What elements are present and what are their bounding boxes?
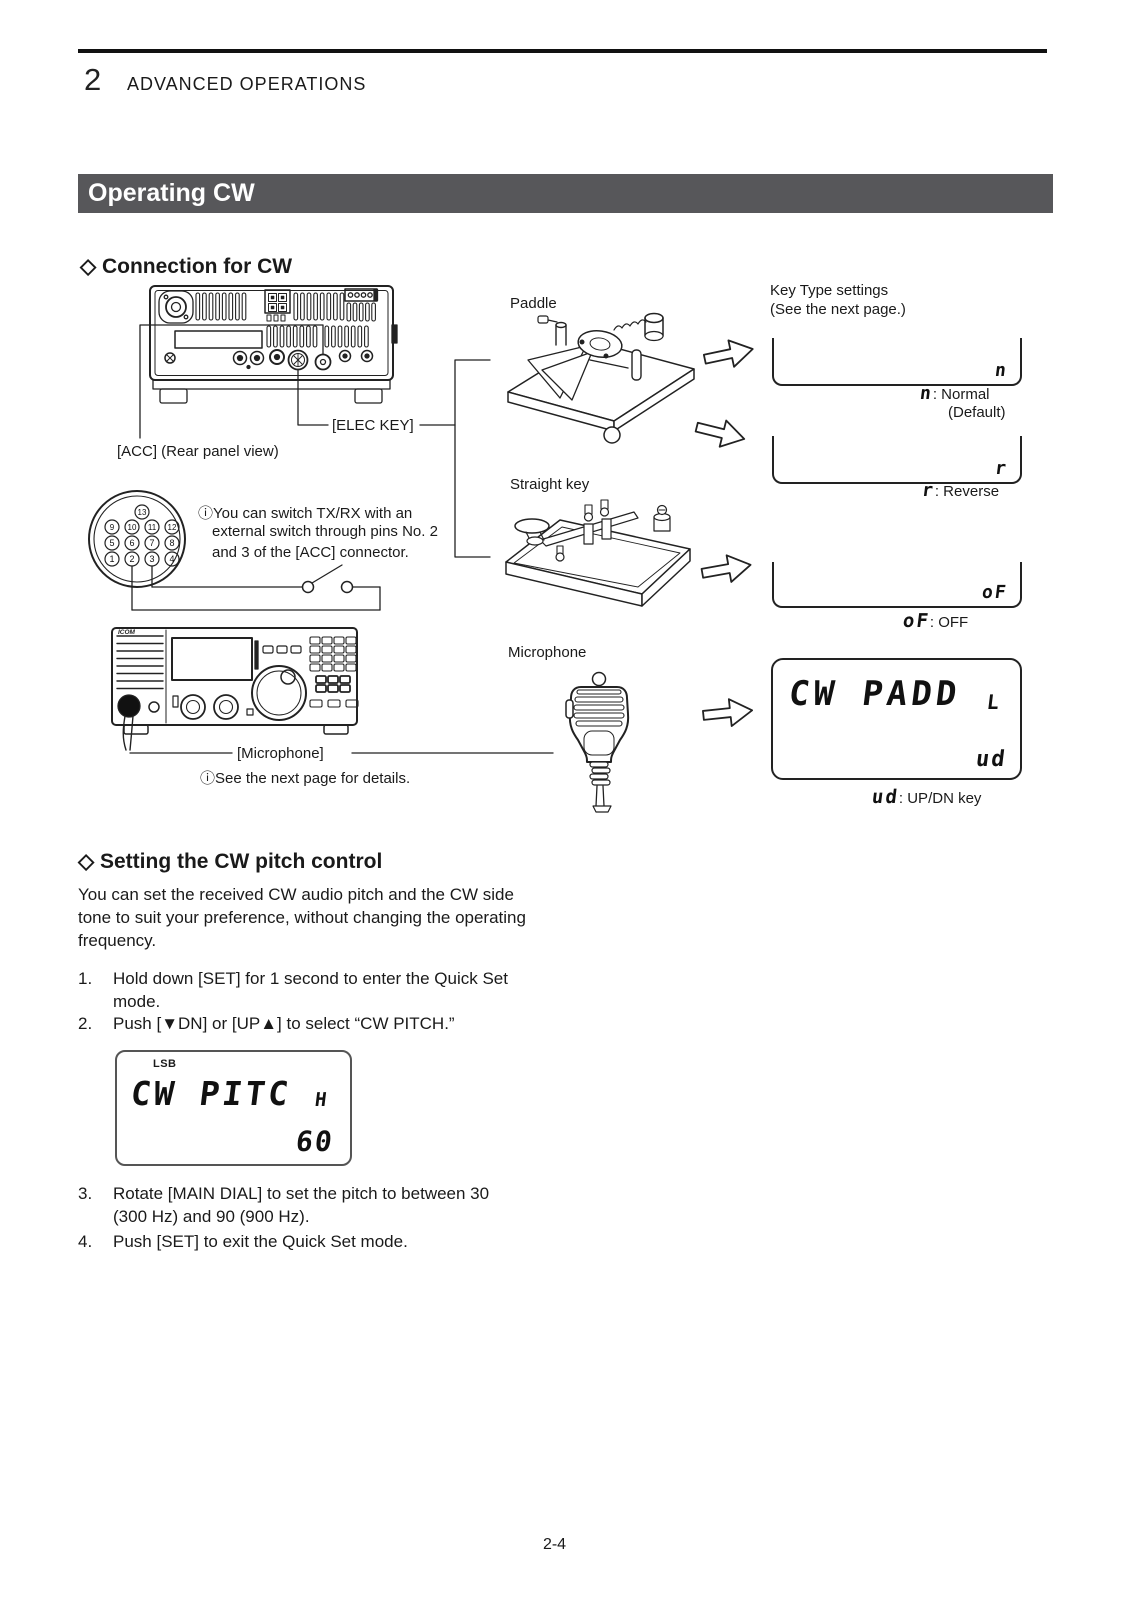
key-type-title-line1: Key Type settings: [770, 282, 889, 299]
acc-connector-drawing: 13 9 10 11 12 5 6 7 8 1 2 3 4: [88, 490, 186, 588]
microphone-note: ⓘSee the next page for details.: [200, 770, 411, 787]
section-banner-title: Operating CW: [88, 179, 255, 207]
display-main-text: CW PADD: [786, 674, 963, 714]
acc-pin-7: 7: [149, 538, 154, 548]
rear-panel-drawing: [149, 285, 398, 404]
pitch-heading: ◇ Setting the CW pitch control: [78, 850, 383, 873]
key-type-normal-caption2: (Default): [948, 404, 1006, 421]
paddle-drawing: [507, 312, 695, 444]
pitch-step-2: 2. Push [▼DN] or [UP▲] to select “CW PIT…: [78, 1013, 515, 1036]
leader-lines: [129, 324, 554, 754]
acc-pin-8: 8: [169, 538, 174, 548]
connection-heading: ◇ Connection for CW: [80, 255, 293, 278]
key-type-display-off: oF: [772, 562, 1022, 608]
seg-ud-symbol: ud: [870, 786, 901, 808]
chapter-number: 2: [84, 62, 102, 97]
seg-ud-symbol: ud: [973, 747, 1008, 772]
step-text: Push [▼DN] or [UP▲] to select “CW PITCH.…: [113, 1014, 455, 1033]
key-type-off-caption: oF: OFF: [901, 610, 969, 632]
seg-normal-symbol: n: [993, 360, 1010, 381]
display-small-text: L: [985, 690, 1003, 714]
pitch-step-1: 1. Hold down [SET] for 1 second to enter…: [78, 968, 515, 1013]
reverse-caption-text: : Reverse: [934, 483, 1000, 500]
switch-circuit: [131, 564, 381, 611]
lcd-value: 60: [294, 1125, 337, 1158]
key-type-display-normal: n: [772, 338, 1022, 386]
step-text: Push [SET] to exit the Quick Set mode.: [113, 1232, 408, 1251]
acc-note-line1: ⓘYou can switch TX/RX with an: [198, 505, 413, 522]
mic-connector: [117, 694, 141, 718]
cw-paddle-display: CW PADD L ud: [771, 658, 1022, 780]
seg-reverse-symbol: r: [920, 480, 937, 501]
speaker-grille: [116, 635, 164, 690]
acc-pin-11: 11: [148, 523, 157, 532]
section-banner: Operating CW: [78, 174, 1053, 213]
step-number: 4.: [78, 1232, 93, 1251]
seg-off-symbol: oF: [901, 610, 932, 632]
acc-pin-13: 13: [138, 508, 147, 517]
microphone-drawing: [565, 671, 630, 813]
key-type-title-line2: (See the next page.): [770, 301, 906, 318]
keypad: [309, 636, 357, 672]
lcd-main-text: CW PITC: [128, 1074, 294, 1113]
acc-pin-5: 5: [109, 538, 114, 548]
step-number: 3.: [78, 1184, 93, 1203]
acc-pin-6: 6: [129, 538, 134, 548]
acc-pin-3: 3: [149, 554, 154, 564]
microphone-jack-label: [Microphone]: [237, 745, 324, 762]
pitch-step-4: 4. Push [SET] to exit the Quick Set mode…: [78, 1231, 515, 1254]
page-number: 2-4: [542, 1536, 567, 1553]
straight-key-drawing: [505, 499, 691, 607]
normal-caption-text: : Normal: [932, 386, 990, 403]
header-rule: [78, 49, 1047, 53]
ud-caption-text: : UP/DN key: [898, 790, 982, 807]
acc-note-line3: and 3 of the [ACC] connector.: [212, 544, 409, 561]
paddle-label: Paddle: [510, 295, 557, 312]
acc-pin-10: 10: [128, 523, 137, 532]
arrow-right-icon: [701, 334, 757, 374]
key-type-display-reverse: r: [772, 436, 1022, 484]
pitch-step-3: 3. Rotate [MAIN DIAL] to set the pitch t…: [78, 1183, 515, 1228]
seg-off-symbol: oF: [981, 582, 1010, 603]
elec-key-label: [ELEC KEY]: [332, 417, 414, 434]
seg-normal-symbol: n: [918, 383, 935, 404]
acc-pin-9: 9: [110, 523, 115, 532]
step-text: Rotate [MAIN DIAL] to set the pitch to b…: [113, 1184, 490, 1226]
acc-pin-4: 4: [169, 554, 174, 564]
chapter-title: ADVANCED OPERATIONS: [127, 74, 367, 94]
key-type-ud-caption: ud: UP/DN key: [870, 786, 982, 808]
acc-pin-2: 2: [129, 554, 134, 564]
arrow-icons: [692, 334, 757, 730]
step-text: Hold down [SET] for 1 second to enter th…: [113, 969, 508, 1011]
acc-label: [ACC] (Rear panel view): [117, 443, 279, 460]
arrow-right-icon: [701, 695, 755, 730]
lcd-small-text: H: [313, 1089, 330, 1111]
acc-note-line2: external switch through pins No. 2: [212, 523, 438, 540]
key-type-reverse-caption: r: Reverse: [920, 480, 1000, 501]
lcd-mode-label: LSB: [153, 1058, 177, 1070]
straight-key-label: Straight key: [510, 476, 590, 493]
svg-text:ICOM: ICOM: [118, 629, 136, 636]
acc-pin-12: 12: [168, 523, 177, 532]
key-type-normal-caption: n: Normal: [918, 383, 990, 404]
acc-pin-1: 1: [109, 554, 114, 564]
off-caption-text: : OFF: [929, 614, 969, 631]
arrow-right-icon: [692, 413, 749, 453]
step-number: 1.: [78, 969, 93, 988]
arrow-right-icon: [699, 550, 754, 588]
microphone-label: Microphone: [508, 644, 587, 661]
front-panel-drawing: ICOM: [111, 627, 359, 751]
cw-pitch-lcd: LSB CW PITC H 60: [115, 1050, 352, 1166]
pitch-intro: You can set the received CW audio pitch …: [78, 885, 526, 950]
step-number: 2.: [78, 1014, 93, 1033]
seg-reverse-symbol: r: [993, 458, 1010, 479]
